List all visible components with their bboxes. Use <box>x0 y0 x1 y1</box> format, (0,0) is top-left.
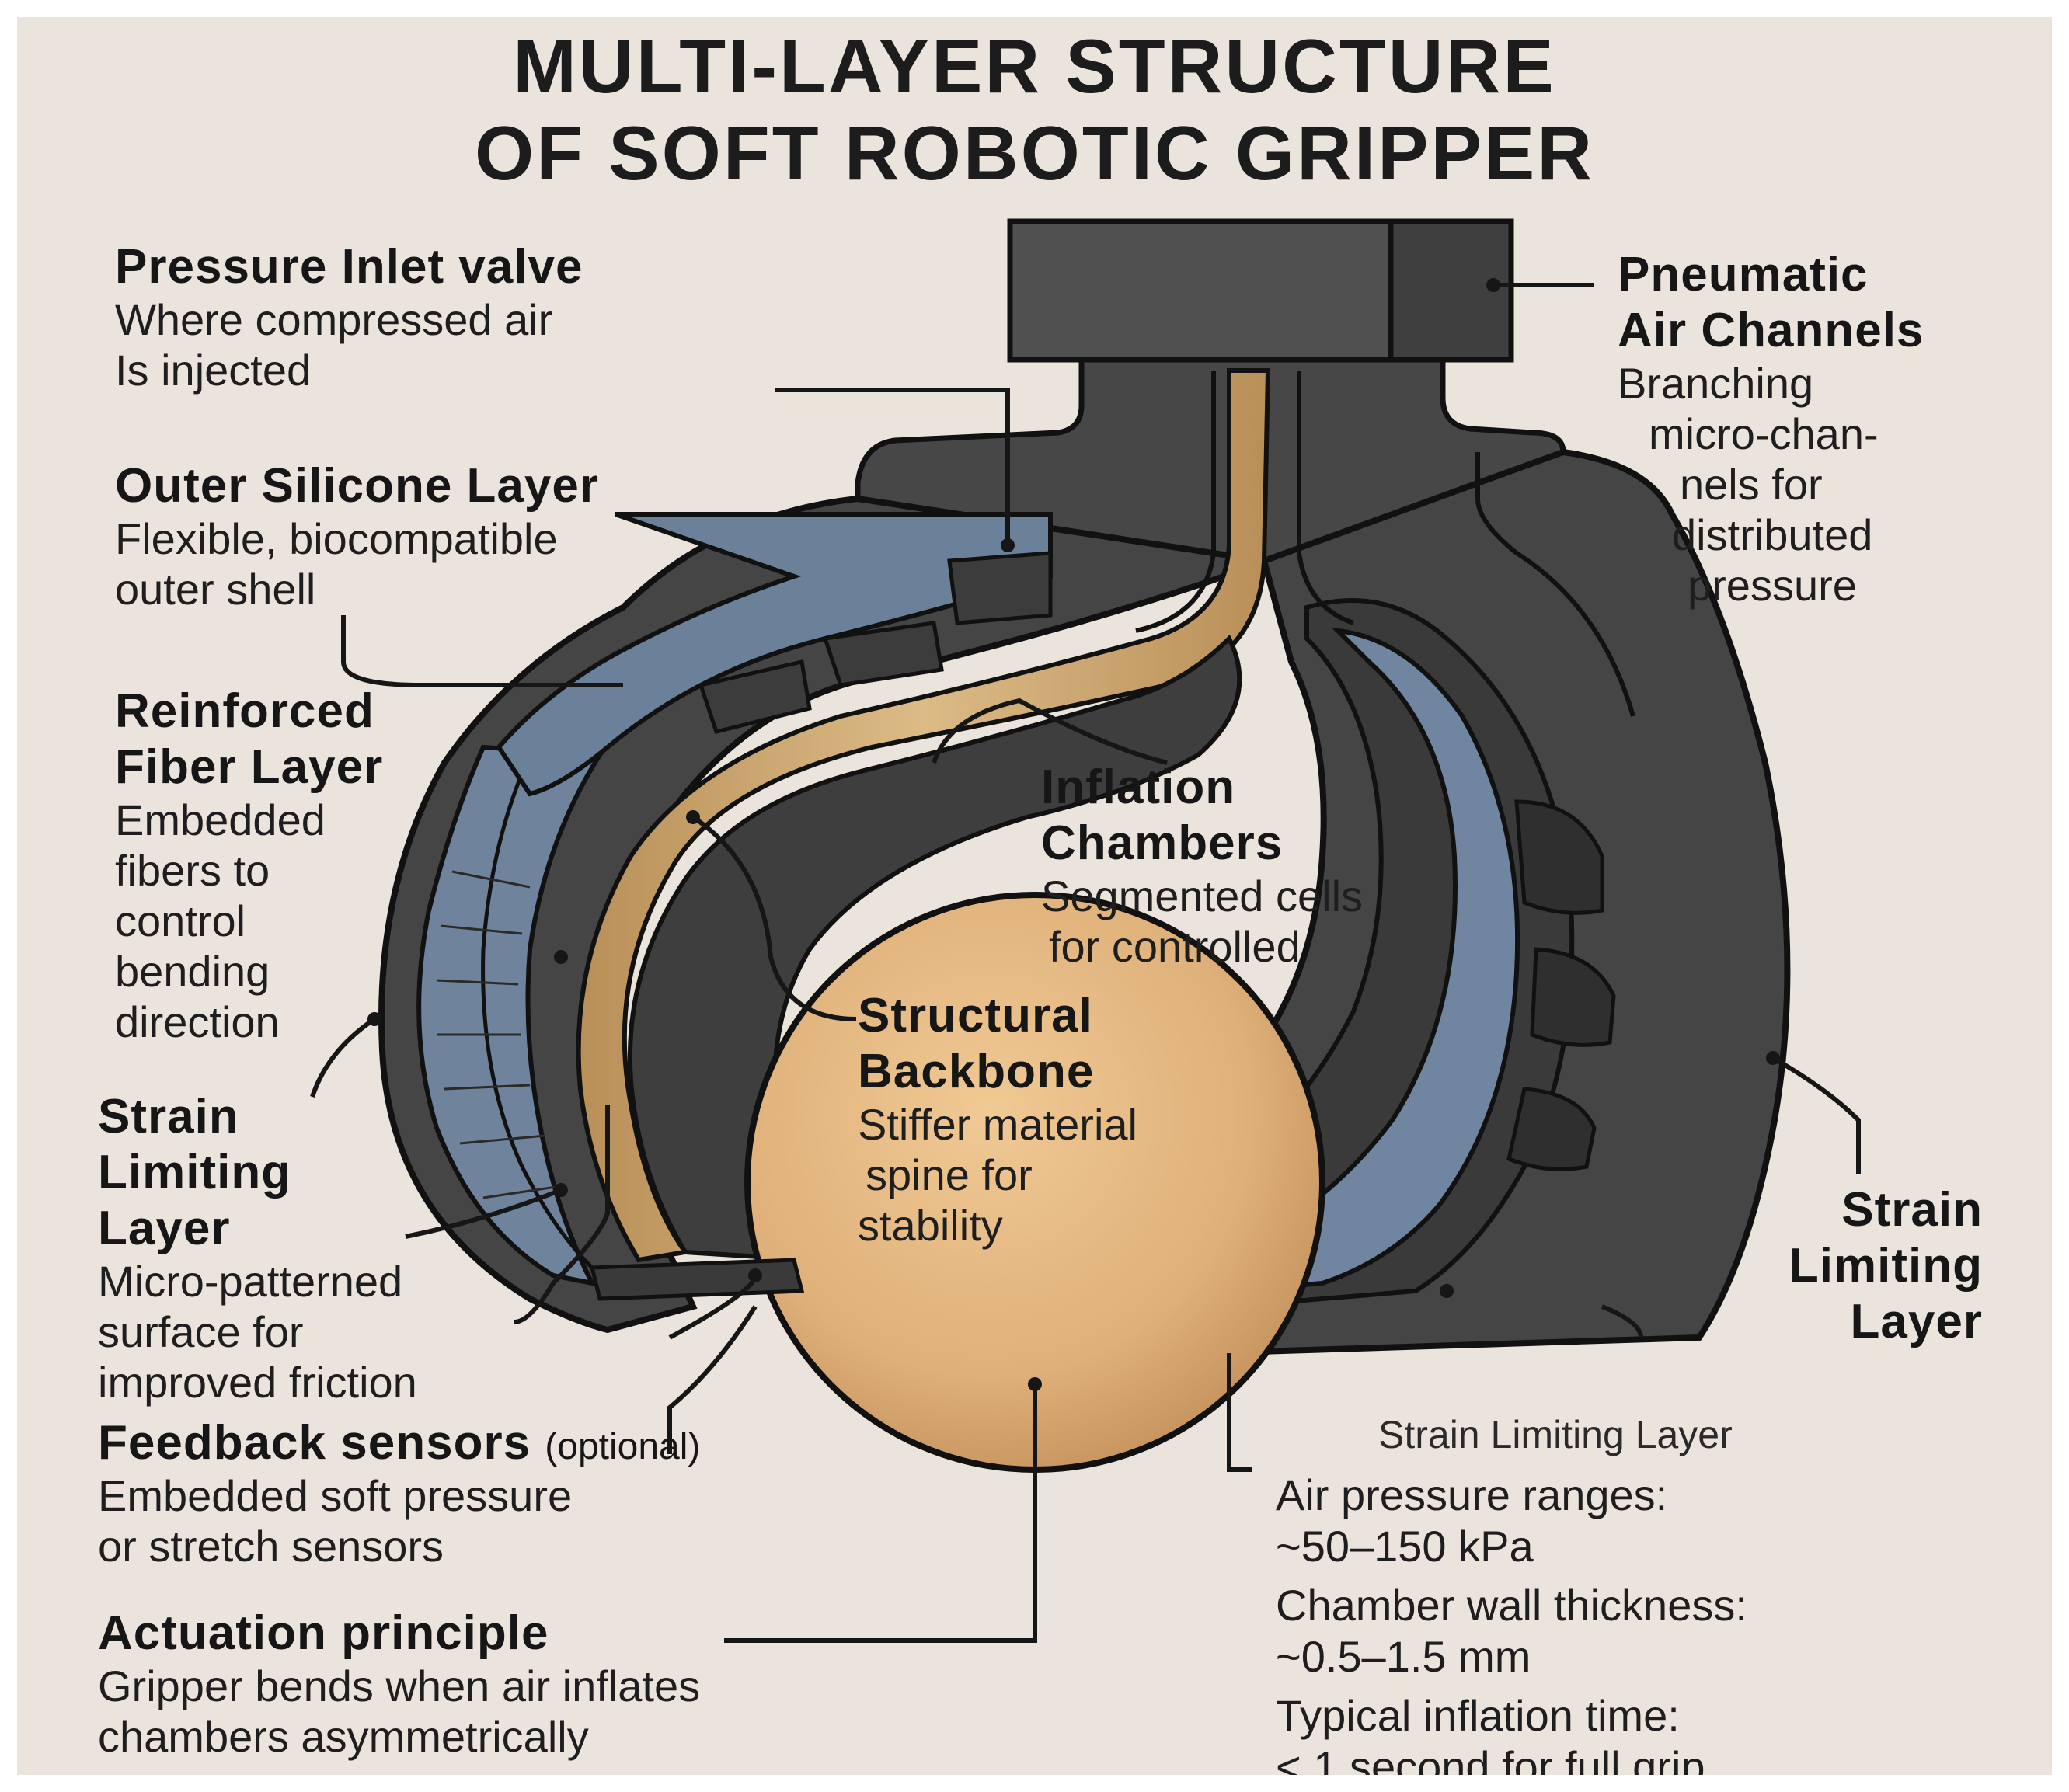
pressure-inlet-desc-2: Is injected <box>115 345 312 395</box>
pressure-inlet-label: Pressure Inlet valve Where compressed ai… <box>115 239 583 396</box>
feedback-optional: (optional) <box>545 1426 701 1467</box>
feedback-heading: Feedback sensors <box>98 1416 531 1470</box>
spec-wall-label: Chamber wall thickness: <box>1276 1581 1747 1630</box>
reinforced-fiber-desc-1: Embedded <box>115 795 326 844</box>
strain-left-heading-1: Strain <box>98 1090 239 1143</box>
strain-left-desc-1: Micro-patterned <box>98 1256 403 1306</box>
strain-limiting-right-label: Strain Limiting Layer <box>1688 1182 1983 1350</box>
strain-left-heading-3: Layer <box>98 1201 231 1255</box>
reinforced-fiber-desc-3: control <box>115 896 246 945</box>
inflation-desc-2: for controlled <box>1049 921 1301 971</box>
leader-dots <box>367 278 1780 1391</box>
feedback-desc-2: or stretch sensors <box>98 1521 444 1571</box>
specs-block: Air pressure ranges: ~50–150 kPa Chamber… <box>1276 1470 1747 1775</box>
backbone-desc-3: stability <box>858 1200 1003 1250</box>
pneumatic-desc-4: distributed <box>1672 510 1873 559</box>
pneumatic-desc-3: nels for <box>1680 459 1823 509</box>
spec-time-label: Typical inflation time: <box>1276 1691 1680 1741</box>
inflation-desc-1: Segmented cells <box>1041 871 1364 920</box>
pneumatic-heading-1: Pneumatic <box>1618 248 1869 301</box>
strain-left-desc-2: surface for <box>98 1307 304 1356</box>
pneumatic-desc-5: pressure <box>1688 560 1857 610</box>
backbone-desc-2: spine for <box>866 1150 1033 1199</box>
spec-pressure-value: ~50–150 kPa <box>1276 1522 1534 1571</box>
actuation-desc-2: chambers asymmetrically <box>98 1711 589 1761</box>
reinforced-fiber-desc-4: bending <box>115 946 270 996</box>
strain-limiting-left-label: Strain Limiting Layer Micro-patterned su… <box>98 1089 417 1408</box>
reinforced-fiber-desc-2: fibers to <box>115 845 270 895</box>
gripper-illustration <box>310 218 1861 1643</box>
pneumatic-heading-2: Air Channels <box>1618 303 1924 357</box>
feedback-sensors-label: Feedback sensors (optional) Embedded sof… <box>98 1415 700 1572</box>
inflation-heading-1: Inflation <box>1041 760 1236 814</box>
mount-block <box>855 218 1566 564</box>
backbone-strip <box>576 368 1354 1263</box>
strain-left-desc-3: improved friction <box>98 1357 417 1407</box>
outer-silicone-desc-1: Flexible, biocompatible <box>115 513 558 563</box>
inflation-heading-2: Chambers <box>1041 816 1284 870</box>
inflation-chambers-label: Inflation Chambers Segmented cells for c… <box>1041 760 1363 973</box>
reinforced-fiber-heading-1: Reinforced <box>115 684 374 738</box>
reinforced-fiber-desc-5: direction <box>115 997 280 1046</box>
strain-right-heading-3: Layer <box>1850 1294 1983 1348</box>
inner-chamber-layer <box>627 634 1242 1263</box>
strain-right-heading-1: Strain <box>1841 1183 1983 1237</box>
backbone-heading-2: Backbone <box>858 1044 1095 1098</box>
backbone-desc-1: Stiffer material <box>858 1099 1137 1149</box>
strain-left-heading-2: Limiting <box>98 1145 292 1199</box>
diagram-canvas: MULTI-LAYER STRUCTURE OF SOFT ROBOTIC GR… <box>17 17 2052 1775</box>
actuation-heading: Actuation principle <box>98 1606 549 1660</box>
strain-right-heading-2: Limiting <box>1789 1238 1983 1293</box>
reinforced-fiber-label: Reinforced Fiber Layer Embedded fibers t… <box>115 684 383 1048</box>
structural-backbone-label: Structural Backbone Stiffer material spi… <box>858 988 1137 1251</box>
strain-right-caption: Strain Limiting Layer <box>1378 1413 1733 1456</box>
reinforced-fiber-heading-2: Fiber Layer <box>115 739 384 794</box>
title-line-1: MULTI-LAYER STRUCTURE <box>513 23 1556 109</box>
pneumatic-desc-2: micro-chan- <box>1649 409 1879 458</box>
outer-silicone-heading: Outer Silicone Layer <box>115 459 599 513</box>
spec-time-value: < 1 second for full grip <box>1276 1742 1705 1775</box>
pressure-inlet-heading: Pressure Inlet valve <box>115 240 583 294</box>
actuation-desc-1: Gripper bends when air inflates <box>98 1661 701 1710</box>
pneumatic-channels-label: Pneumatic Air Channels Branching micro-c… <box>1618 247 1924 611</box>
feedback-heading-row: Feedback sensors (optional) <box>98 1415 700 1471</box>
title-line-2: OF SOFT ROBOTIC GRIPPER <box>474 110 1595 196</box>
spec-pressure-label: Air pressure ranges: <box>1276 1470 1668 1519</box>
left-base-plate <box>589 1258 805 1301</box>
actuation-principle-label: Actuation principle Gripper bends when a… <box>98 1606 700 1762</box>
backbone-heading-1: Structural <box>858 989 1093 1042</box>
pressure-inlet-desc-1: Where compressed air <box>115 294 553 344</box>
feedback-desc-1: Embedded soft pressure <box>98 1470 573 1520</box>
pneumatic-desc-1: Branching <box>1618 358 1814 408</box>
outer-silicone-label: Outer Silicone Layer Flexible, biocompat… <box>115 458 599 615</box>
outer-silicone-desc-2: outer shell <box>115 564 316 614</box>
spec-wall-value: ~0.5–1.5 mm <box>1276 1632 1531 1682</box>
leader-lines <box>310 283 1861 1643</box>
